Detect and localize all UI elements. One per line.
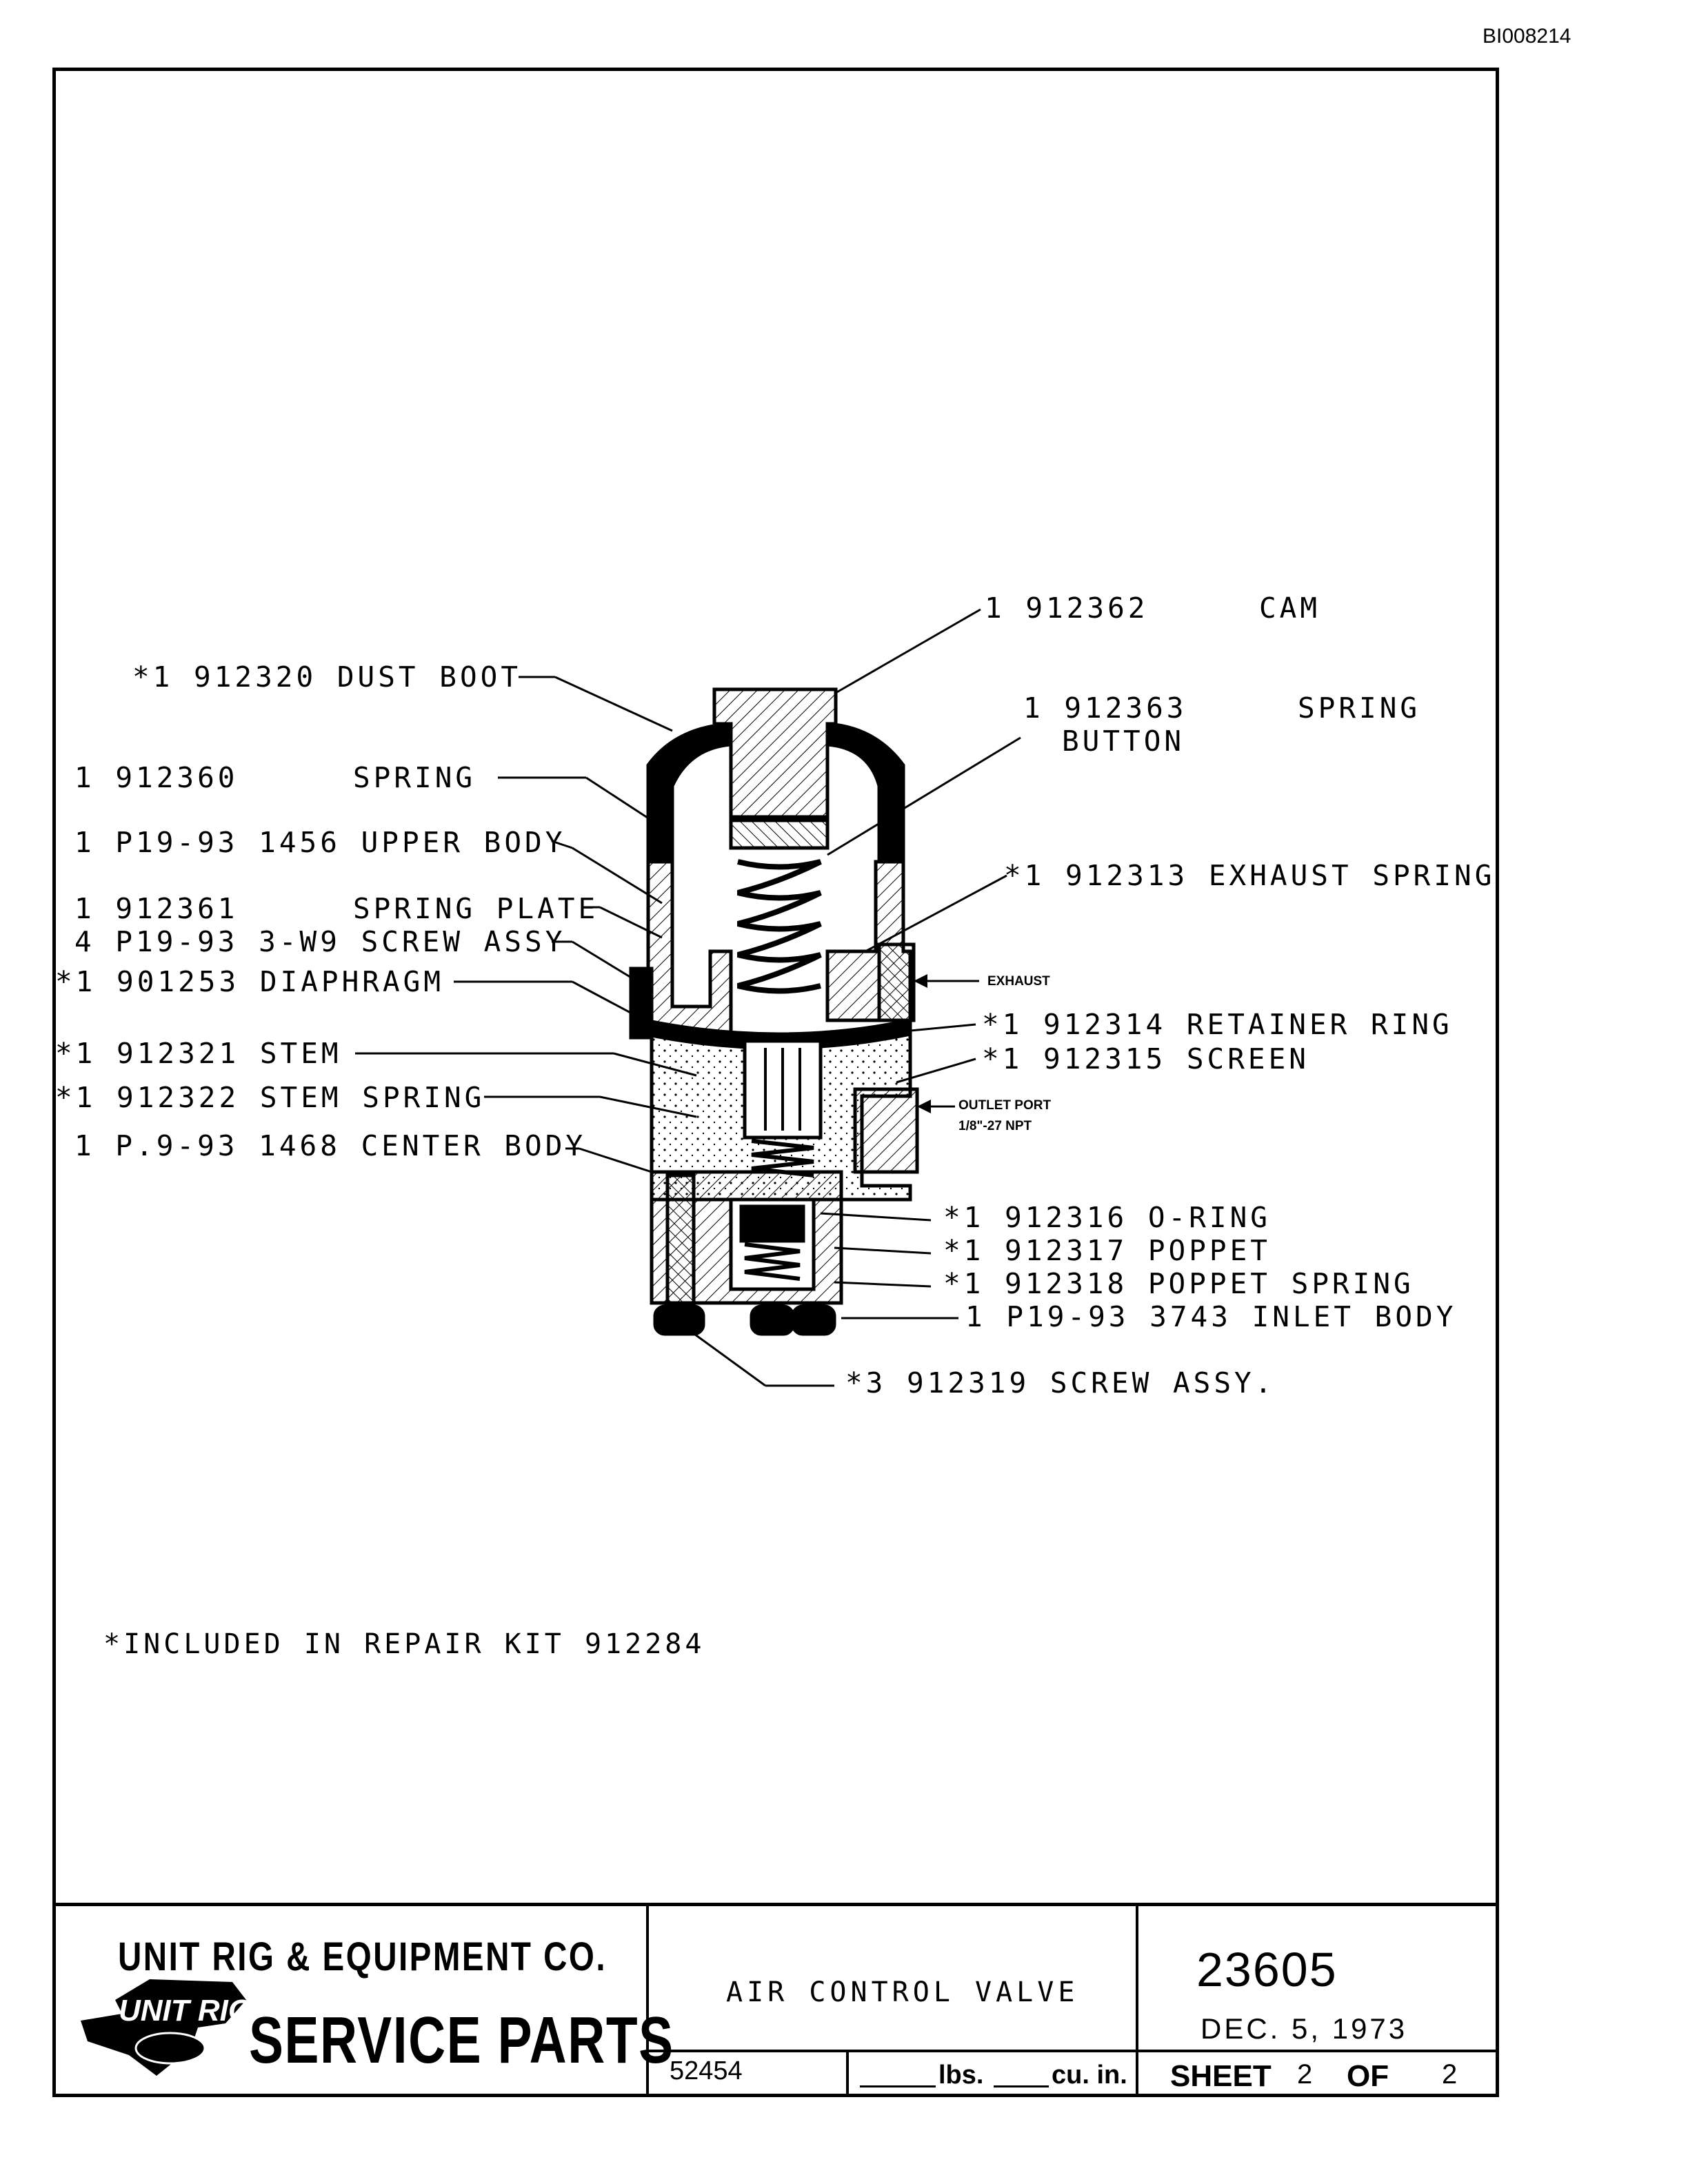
label-diaphragm: *1 901253 DIAPHRAGM — [55, 965, 444, 998]
label-screw-assy: 4 P19-93 3-W9 SCREW ASSY — [74, 925, 566, 958]
volume-blank — [994, 2085, 1049, 2087]
label-spring-name: SPRING — [353, 761, 476, 794]
sheet-number: 2 — [1297, 2059, 1313, 2090]
label-spring-plate-name: SPRING PLATE — [353, 892, 599, 925]
number-cell: 23605 DEC. 5, 1973 — [1138, 1906, 1496, 2052]
label-dust-boot: *1 912320 DUST BOOT — [132, 660, 521, 694]
label-o-ring: *1 912316 O-RING — [943, 1201, 1271, 1234]
sheet-cell: SHEET 2 OF 2 — [1138, 2052, 1496, 2094]
leader-lines — [355, 608, 1021, 1387]
label-stem-spring: *1 912322 STEM SPRING — [55, 1081, 485, 1114]
company-name: UNIT RIG & EQUIPMENT CO. — [118, 1934, 607, 1979]
weight-blank — [860, 2085, 936, 2087]
exhaust-arrow — [914, 974, 927, 988]
label-inlet-body: 1 P19-93 3743 INLET BODY — [965, 1300, 1457, 1333]
label-poppet: *1 912317 POPPET — [943, 1234, 1271, 1267]
part-no-cell: 52454 — [649, 2052, 849, 2094]
label-spring-button-name1: SPRING — [1298, 691, 1421, 725]
label-upper-body: 1 P19-93 1456 UPPER BODY — [74, 826, 566, 859]
label-exhaust-port: EXHAUST — [987, 974, 1050, 989]
label-poppet-spring: *1 912318 POPPET SPRING — [943, 1267, 1414, 1300]
valve-body — [629, 687, 919, 1336]
label-outlet-port-1: OUTLET PORT — [958, 1098, 1052, 1113]
sheet-label: SHEET — [1170, 2059, 1272, 2093]
label-cam-part: 1 912362 — [985, 592, 1149, 625]
label-spring-button-part: 1 912363 — [1023, 691, 1187, 725]
drawing-number: 23605 — [1196, 1943, 1338, 1996]
title-block: UNIT RIG & EQUIPMENT CO. UNIT RIG SERVIC… — [56, 1903, 1496, 2094]
sheet-total: 2 — [1442, 2059, 1458, 2090]
unit-rig-logo: UNIT RIG — [81, 1979, 252, 2076]
document-id: BI008214 — [1483, 25, 1571, 48]
label-screen: *1 912315 SCREEN — [982, 1042, 1309, 1075]
title-cell: AIR CONTROL VALVE — [649, 1906, 1138, 2052]
label-center-body: 1 P.9-93 1468 CENTER BODY — [74, 1129, 587, 1162]
drawing-frame — [52, 68, 1499, 2097]
company-cell: UNIT RIG & EQUIPMENT CO. UNIT RIG SERVIC… — [56, 1906, 673, 2094]
weight-cell: lbs. cu. in. — [849, 2052, 1138, 2094]
label-cam-name: CAM — [1259, 592, 1321, 625]
label-screw-assy-bottom: *3 912319 SCREW ASSY. — [845, 1366, 1276, 1399]
repair-kit-footnote: *INCLUDED IN REPAIR KIT 912284 — [103, 1628, 705, 1660]
volume-unit: cu. in. — [1052, 2061, 1127, 2090]
label-spring-plate-part: 1 912361 — [74, 892, 239, 925]
label-stem: *1 912321 STEM — [55, 1037, 342, 1070]
sheet-of: OF — [1347, 2059, 1389, 2093]
label-spring-part: 1 912360 — [74, 761, 239, 794]
label-exhaust-spring: *1 912313 EXHAUST SPRING — [1004, 859, 1496, 892]
outlet-arrow — [917, 1100, 931, 1113]
part-number: 52454 — [670, 2056, 743, 2085]
weight-unit: lbs. — [938, 2061, 984, 2090]
drawing-date: DEC. 5, 1973 — [1200, 2012, 1408, 2045]
label-spring-button-name2: BUTTON — [1062, 725, 1185, 758]
drawing-title: AIR CONTROL VALVE — [726, 1976, 1079, 2008]
service-parts-heading: SERVICE PARTS — [249, 2003, 674, 2077]
label-outlet-port-2: 1/8"-27 NPT — [958, 1119, 1032, 1133]
logo-text: UNIT RIG — [119, 1994, 252, 2028]
label-retainer-ring: *1 912314 RETAINER RING — [982, 1008, 1453, 1041]
